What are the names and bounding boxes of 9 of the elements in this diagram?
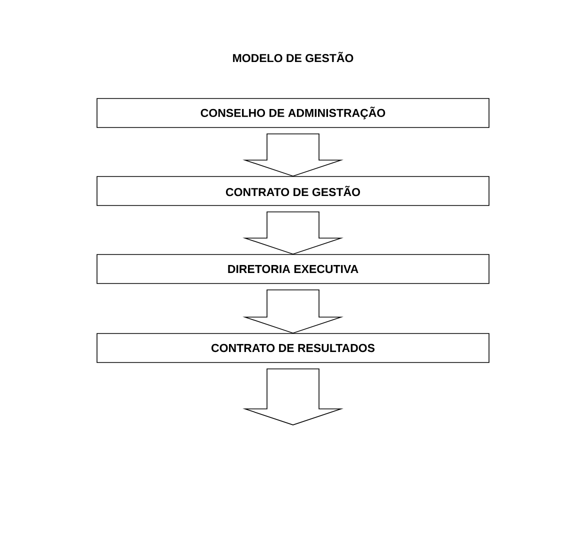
block-arrow bbox=[242, 212, 344, 255]
process-box: DIRETORIA EXECUTIVA bbox=[96, 254, 490, 284]
process-box: CONTRATO DE RESULTADOS bbox=[96, 333, 490, 363]
block-arrow bbox=[242, 290, 344, 334]
title: MODELO DE GESTÃO bbox=[233, 52, 354, 62]
process-box: CONSELHO DE ADMINISTRAÇÃO bbox=[96, 98, 490, 128]
block-arrow bbox=[242, 134, 344, 177]
process-box: CONTRATO DE GESTÃO bbox=[96, 176, 490, 206]
block-arrow bbox=[242, 368, 344, 426]
